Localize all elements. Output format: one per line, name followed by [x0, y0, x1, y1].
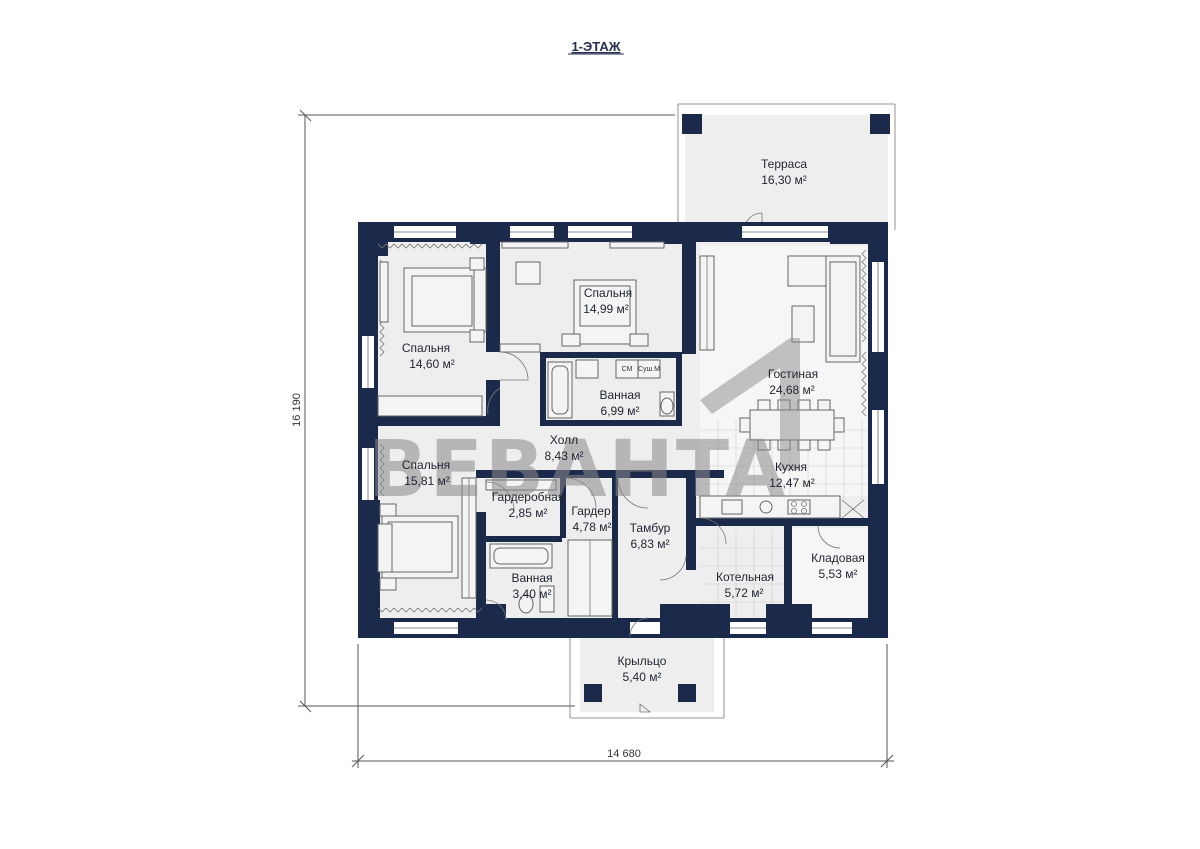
room-name-boiler: Котельная — [716, 570, 774, 584]
boiler-floor-tiles — [700, 530, 784, 622]
room-area-living: 24,68 м² — [769, 383, 815, 397]
dimension-height: 16 190 — [291, 393, 303, 427]
living-furniture — [699, 255, 861, 451]
room-name-living: Гостиная — [768, 367, 818, 381]
bedroom1-furniture — [377, 257, 487, 417]
room-area-bedroom3: 15,81 м² — [404, 474, 450, 488]
room-name-bathroom1: Ванная — [599, 388, 640, 402]
room-name-pantry: Кладовая — [811, 551, 865, 565]
room-area-pantry: 5,53 м² — [819, 567, 858, 581]
room-area-porch: 5,40 м² — [623, 670, 662, 684]
room-area-boiler: 5,72 м² — [725, 586, 764, 600]
room-area-kitchen: 12,47 м² — [769, 476, 815, 490]
window-panes — [367, 231, 879, 629]
room-name-bedroom1: Спальня — [402, 341, 450, 355]
room-area-hall: 8,43 м² — [545, 449, 584, 463]
doors — [485, 351, 841, 637]
dimension-lines — [298, 109, 894, 768]
bathroom1-fixtures — [547, 359, 675, 419]
room-name-wardrobe2: Гардер — [571, 504, 611, 518]
room-area-wardrobe1: 2,85 м² — [509, 506, 548, 520]
room-name-vestibule: Тамбур — [630, 521, 671, 535]
room-area-terrace: 16,30 м² — [761, 173, 807, 187]
room-name-bedroom3: Спальня — [402, 458, 450, 472]
room-name-bedroom2: Спальня — [584, 286, 632, 300]
wardrobe-shelves — [485, 479, 613, 617]
room-name-wardrobe1: Гардеробная — [492, 490, 565, 504]
wall-piers — [358, 222, 888, 638]
watermark-text: BEBAHTA — [368, 425, 787, 515]
dryer-label: Суш.М — [638, 366, 660, 373]
floor-title: 1-ЭТАЖ — [571, 39, 620, 54]
room-name-bathroom2: Ванная — [511, 571, 552, 585]
interior-walls — [378, 242, 868, 618]
room-name-terrace: Терраса — [761, 157, 807, 171]
terrace-area — [677, 103, 896, 233]
room-area-bathroom1: 6,99 м² — [601, 404, 640, 418]
room-name-hall: Холл — [550, 433, 578, 447]
room-area-bathroom2: 3,40 м² — [513, 587, 552, 601]
dimension-width: 14 680 — [607, 748, 641, 760]
kitchen-units — [699, 495, 865, 519]
room-area-bedroom2: 14,99 м² — [583, 302, 629, 316]
room-labels: Терраса 16,30 м² Спальня 14,60 м² Спальн… — [402, 157, 865, 684]
room-area-bedroom1: 14,60 м² — [409, 357, 455, 371]
bedroom2-furniture — [499, 241, 665, 353]
room-area-wardrobe2: 4,78 м² — [573, 520, 612, 534]
watermark: BEBAHTA — [368, 338, 800, 515]
porch-area — [569, 638, 725, 719]
bedroom3-furniture — [377, 477, 477, 599]
room-name-porch: Крыльцо — [618, 654, 667, 668]
room-area-vestibule: 6,83 м² — [631, 537, 670, 551]
washer-label: СМ — [622, 366, 633, 373]
room-name-kitchen: Кухня — [775, 460, 807, 474]
bathroom2-fixtures — [489, 543, 555, 614]
